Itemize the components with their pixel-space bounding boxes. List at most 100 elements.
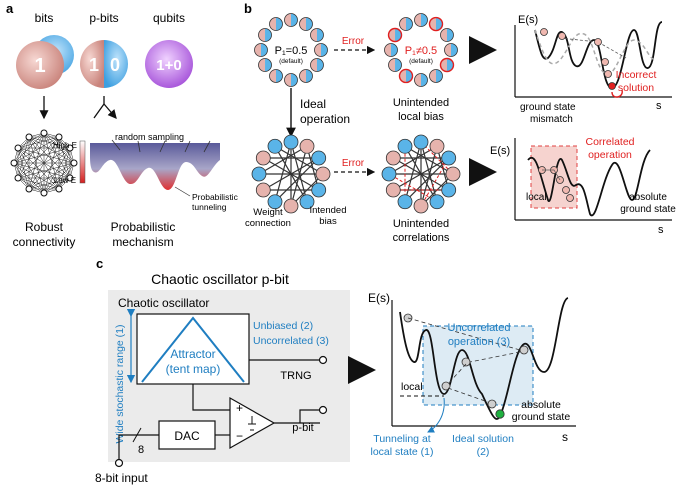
pbit-node bbox=[413, 198, 429, 214]
low-e-label: Low E bbox=[54, 176, 76, 185]
bit-node bbox=[10, 159, 18, 167]
panel-c-label: c bbox=[96, 256, 103, 271]
bit-node bbox=[14, 174, 22, 182]
pbit-node bbox=[439, 57, 455, 73]
energy-label-bottom: E(s) bbox=[490, 145, 510, 157]
pbit-node bbox=[428, 16, 444, 32]
pbit-node bbox=[311, 150, 327, 166]
energy-landscape bbox=[90, 143, 220, 190]
bit-node bbox=[55, 185, 63, 193]
pbit-node bbox=[299, 17, 313, 31]
dac-box bbox=[158, 420, 216, 450]
robust-caption-2: connectivity bbox=[13, 235, 76, 249]
pbit-node bbox=[255, 150, 271, 166]
energy-plot-uncorrelated: E(s) s Uncorrelated operation (3) local … bbox=[368, 291, 576, 458]
pbit-node bbox=[414, 13, 428, 27]
ideal-solution-2: (2) bbox=[477, 446, 490, 458]
energy-label-top: E(s) bbox=[518, 14, 538, 26]
pbit-node bbox=[267, 194, 283, 210]
uncorrelated-operation-1: Uncorrelated bbox=[448, 322, 511, 334]
pbit-node bbox=[414, 73, 428, 87]
pbit-node bbox=[397, 138, 413, 154]
pbit-node bbox=[283, 198, 299, 214]
error-top-label: Error bbox=[342, 36, 365, 47]
probabilistic-caption-1: Probabilistic bbox=[111, 220, 176, 234]
trng-label: TRNG bbox=[280, 370, 311, 382]
unintended-bias-2: local bias bbox=[398, 111, 444, 123]
dac-label: DAC bbox=[174, 429, 200, 443]
p1-error-note: (default) bbox=[409, 58, 433, 65]
input-terminal bbox=[114, 458, 124, 468]
pbit-node bbox=[284, 13, 298, 27]
energy-colorbar bbox=[79, 140, 86, 184]
weight-connection-1: Weight bbox=[253, 207, 283, 218]
correlated-operation-2: operation bbox=[588, 149, 632, 161]
comparator-minus: − bbox=[236, 429, 243, 443]
bit-sphere: 1 bbox=[16, 35, 74, 89]
pbit-node bbox=[299, 69, 313, 83]
pbit-node bbox=[397, 194, 413, 210]
pbit-network-weighted bbox=[251, 134, 331, 214]
energy-plot-correlated: E(s) s Correlated operation local absolu… bbox=[490, 136, 676, 236]
tunneling-label-2: local state (1) bbox=[370, 446, 433, 458]
intended-bias-1: Intended bbox=[310, 205, 347, 216]
correlated-operation-1: Correlated bbox=[585, 136, 634, 148]
pbit-ring-biased bbox=[384, 13, 458, 87]
pbit-node bbox=[429, 194, 445, 210]
pbit-node bbox=[311, 182, 327, 198]
pbit-node bbox=[267, 138, 283, 154]
pbit-node bbox=[299, 194, 315, 210]
tunneling-label-1: Tunneling at bbox=[373, 433, 430, 445]
absolute-ground-state-b-2: ground state bbox=[620, 204, 676, 215]
oscillator-to-comparator-wire bbox=[192, 384, 230, 411]
panel-a-label: a bbox=[6, 1, 14, 16]
pbit-node bbox=[441, 150, 457, 166]
weight-connection-2: connection bbox=[245, 218, 291, 229]
p1-default-note: (default) bbox=[279, 58, 303, 65]
pbit-node bbox=[283, 134, 299, 150]
high-e-label: High E bbox=[53, 141, 77, 150]
pbit-node bbox=[398, 68, 414, 84]
qubit-value: 1+0 bbox=[156, 57, 181, 74]
pbit-network-correlated bbox=[381, 134, 461, 214]
pbits-title: p-bits bbox=[89, 11, 118, 25]
pbit-node bbox=[251, 166, 267, 182]
stochastic-range-label: Wide stochastic range (1) bbox=[114, 324, 126, 443]
pbit-node bbox=[388, 58, 402, 72]
bus-slash bbox=[132, 427, 142, 443]
local-label-b: local bbox=[526, 192, 547, 203]
comparator-plus: + bbox=[236, 401, 243, 415]
pbit-node bbox=[385, 182, 401, 198]
pbit-output-label: p-bit bbox=[292, 422, 313, 434]
pbit-terminal bbox=[318, 405, 328, 415]
absolute-ground-state-c-2: ground state bbox=[512, 411, 571, 423]
error-bottom-label: Error bbox=[342, 158, 365, 169]
pbit-ring-default bbox=[254, 13, 328, 87]
uncorrelated-operation-2: operation (3) bbox=[448, 336, 510, 348]
pbit-node bbox=[254, 43, 268, 57]
unintended-correlations-2: correlations bbox=[393, 232, 450, 244]
unbiased-label: Unbiased (2) bbox=[253, 320, 313, 332]
bit-node bbox=[66, 144, 74, 152]
energy-label-c: E(s) bbox=[368, 291, 390, 305]
pbit-node bbox=[315, 166, 331, 182]
probabilistic-tunneling-1: Probabilistic bbox=[192, 192, 239, 202]
random-sampling-label: random sampling bbox=[115, 132, 184, 142]
attractor-label-1: Attractor bbox=[170, 347, 215, 361]
pbit-node bbox=[384, 43, 398, 57]
probabilistic-tunneling-2: tunneling bbox=[192, 202, 227, 212]
pbit-node bbox=[399, 17, 413, 31]
bit-node bbox=[25, 133, 33, 141]
pbit-node bbox=[310, 28, 324, 42]
probabilistic-caption-2: mechanism bbox=[112, 235, 173, 249]
pbit-sphere: 1 0 bbox=[80, 40, 128, 88]
tent-map-curve bbox=[141, 316, 245, 383]
trng-terminal bbox=[318, 355, 328, 365]
local-label-c: local bbox=[401, 381, 423, 393]
ground-state-mismatch-2: mismatch bbox=[530, 114, 573, 125]
pbit-node bbox=[269, 69, 283, 83]
ideal-solution-1: Ideal solution bbox=[452, 433, 514, 445]
robust-caption-1: Robust bbox=[25, 220, 64, 234]
s-label-c: s bbox=[562, 430, 568, 444]
